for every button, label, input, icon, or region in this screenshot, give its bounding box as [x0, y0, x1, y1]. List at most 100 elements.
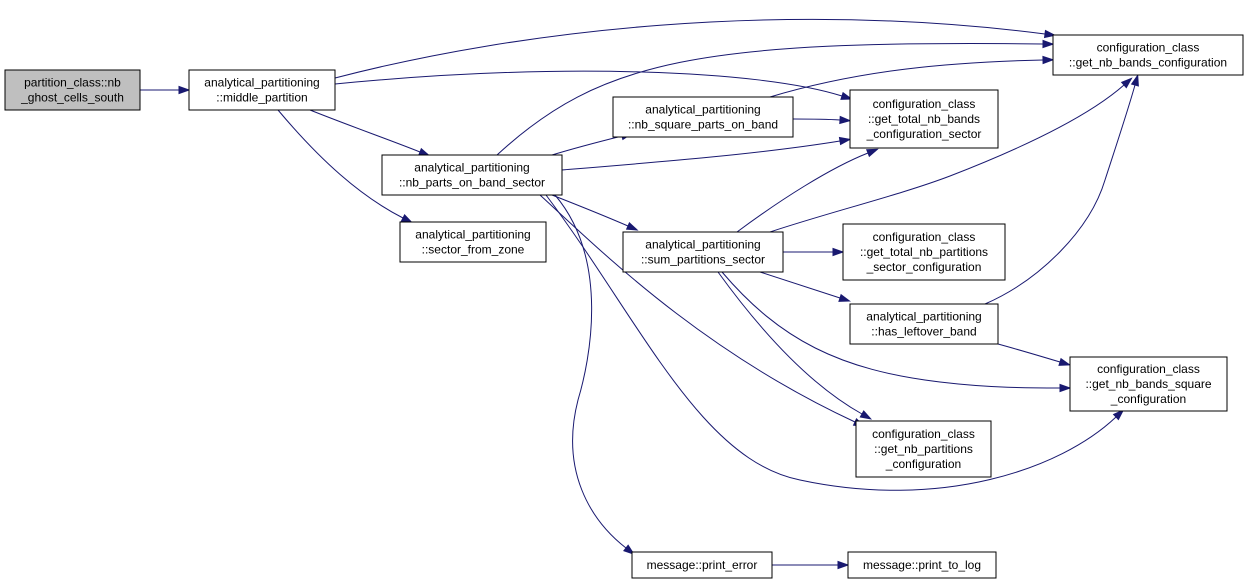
node-label-line: analytical_partitioning	[415, 228, 530, 242]
edge-has_leftover_band-to-get_nb_bands_square_configuration	[997, 343, 1072, 366]
edge-nb_square_parts_on_band-to-get_total_nb_bands_configuration_sector	[792, 115, 852, 125]
node-middle-partition[interactable]: analytical_partitioning::middle_partitio…	[188, 69, 336, 111]
edge-line	[277, 109, 404, 219]
edge-middle_partition-to-get_total_nb_bands_configuration_sector	[334, 70, 853, 100]
node-label-line: ::sum_partitions_sector	[641, 253, 765, 267]
edge-line	[551, 135, 623, 156]
edge-line	[496, 43, 1044, 156]
node-label-line: configuration_class	[1097, 362, 1200, 376]
node-get-total-nb-partitions-sector-configuration[interactable]: configuration_class::get_total_nb_partit…	[842, 223, 1006, 281]
node-box	[612, 96, 794, 138]
node-label-line: configuration_class	[873, 230, 976, 244]
node-label-line: analytical_partitioning	[204, 76, 319, 90]
edge-nb_parts_on_band_sector-to-get_nb_partitions_configuration	[539, 194, 866, 427]
edge-line	[717, 271, 863, 415]
edge-line	[554, 194, 627, 549]
arrowhead-icon	[865, 148, 879, 158]
node-nb-parts-on-band-sector[interactable]: analytical_partitioning::nb_parts_on_ban…	[381, 154, 563, 196]
edge-has_leftover_band-to-get_nb_bands_configuration	[984, 73, 1139, 305]
node-label-line: message::print_to_log	[863, 558, 981, 572]
edge-sum_partitions_sector-to-get_nb_partitions_configuration	[717, 271, 873, 420]
edge-sum_partitions_sector-to-get_total_nb_bands_configuration_sector	[736, 148, 879, 233]
edge-line	[736, 152, 869, 233]
edge-nb_parts_on_band_sector-to-get_nb_bands_square_configuration	[545, 194, 1125, 491]
node-label-line: analytical_partitioning	[866, 310, 981, 324]
edge-line	[759, 271, 841, 299]
edge-middle_partition-to-nb_parts_on_band_sector	[309, 109, 431, 157]
node-box	[381, 154, 563, 196]
arrowhead-icon	[1042, 39, 1055, 49]
node-label-line: _configuration	[1110, 392, 1186, 406]
arrowhead-icon	[1058, 357, 1072, 366]
arrowhead-icon	[1130, 73, 1139, 87]
node-label-line: analytical_partitioning	[645, 103, 760, 117]
node-print-to-log[interactable]: message::print_to_log	[847, 551, 997, 579]
edge-sum_partitions_sector-to-has_leftover_band	[759, 271, 851, 302]
arrowhead-icon	[400, 214, 414, 224]
edge-line	[545, 194, 1117, 491]
node-box	[631, 551, 773, 579]
node-box	[1069, 356, 1228, 412]
node-sector-from-zone[interactable]: analytical_partitioning::sector_from_zon…	[399, 221, 547, 263]
arrowhead-icon	[1042, 55, 1055, 65]
node-label-line: ::sector_from_zone	[422, 243, 525, 257]
node-print-error[interactable]: message::print_error	[631, 551, 773, 579]
node-label-line: _configuration_sector	[866, 127, 982, 141]
node-label-line: _configuration	[885, 457, 961, 471]
edge-line	[334, 18, 1046, 79]
edge-sum_partitions_sector-to-get_nb_bands_configuration	[769, 77, 1133, 233]
edge-line	[539, 194, 856, 423]
edge-line	[769, 59, 1044, 98]
edge-nb_square_parts_on_band-to-get_nb_bands_configuration	[769, 55, 1055, 98]
edge-line	[309, 109, 421, 153]
node-box	[849, 89, 999, 149]
edge-line	[792, 118, 841, 121]
node-box	[855, 420, 992, 478]
arrowhead-icon	[859, 410, 873, 420]
edges-layer	[140, 18, 1139, 570]
arrowhead-icon	[837, 560, 850, 570]
arrowhead-icon	[838, 293, 851, 302]
node-box	[4, 69, 141, 111]
node-sum-partitions-sector[interactable]: analytical_partitioning::sum_partitions_…	[622, 231, 784, 273]
arrowhead-icon	[1043, 29, 1057, 39]
node-label-line: _ghost_cells_south	[20, 91, 124, 105]
nodes-layer: partition_class::nb_ghost_cells_southana…	[4, 34, 1244, 579]
edge-print_error-to-print_to_log	[771, 560, 850, 570]
node-get-nb-partitions-configuration[interactable]: configuration_class::get_nb_partitions_c…	[855, 420, 992, 478]
node-label-line: ::get_total_nb_partitions	[860, 245, 988, 259]
arrowhead-icon	[839, 115, 852, 125]
edge-sum_partitions_sector-to-get_total_nb_partitions_sector_configuration	[783, 247, 845, 257]
arrowhead-icon	[840, 91, 853, 100]
edge-line	[561, 140, 841, 171]
node-root[interactable]: partition_class::nb_ghost_cells_south	[4, 69, 141, 111]
edge-nb_parts_on_band_sector-to-print_error	[554, 194, 636, 556]
node-label-line: partition_class::nb	[24, 76, 121, 90]
node-label-line: message::print_error	[647, 558, 758, 572]
edge-line	[769, 84, 1125, 233]
node-get-nb-bands-square-configuration[interactable]: configuration_class::get_nb_bands_square…	[1069, 356, 1228, 412]
arrowhead-icon	[1120, 77, 1133, 89]
arrowhead-icon	[623, 544, 636, 556]
arrowhead-icon	[832, 247, 845, 257]
edge-line	[721, 271, 1061, 389]
arrowhead-icon	[625, 221, 639, 231]
node-get-nb-bands-configuration[interactable]: configuration_class::get_nb_bands_config…	[1052, 34, 1244, 76]
node-box	[622, 231, 784, 273]
node-label-line: analytical_partitioning	[414, 161, 529, 175]
edge-middle_partition-to-get_nb_bands_configuration	[334, 18, 1057, 79]
node-label-line: ::get_nb_bands_square	[1085, 377, 1211, 391]
node-label-line: configuration_class	[872, 427, 975, 441]
node-box	[842, 223, 1006, 281]
arrowhead-icon	[1059, 383, 1072, 393]
node-label-line: ::nb_parts_on_band_sector	[399, 176, 545, 190]
node-nb-square-parts-on-band[interactable]: analytical_partitioning::nb_square_parts…	[612, 96, 794, 138]
edge-line	[997, 343, 1061, 363]
node-has-leftover-band[interactable]: analytical_partitioning::has_leftover_ba…	[849, 303, 999, 345]
node-box	[399, 221, 547, 263]
node-get-total-nb-bands-configuration-sector[interactable]: configuration_class::get_total_nb_bands_…	[849, 89, 999, 149]
node-label-line: _sector_configuration	[866, 260, 982, 274]
node-label-line: ::nb_square_parts_on_band	[628, 118, 778, 132]
node-box	[847, 551, 997, 579]
